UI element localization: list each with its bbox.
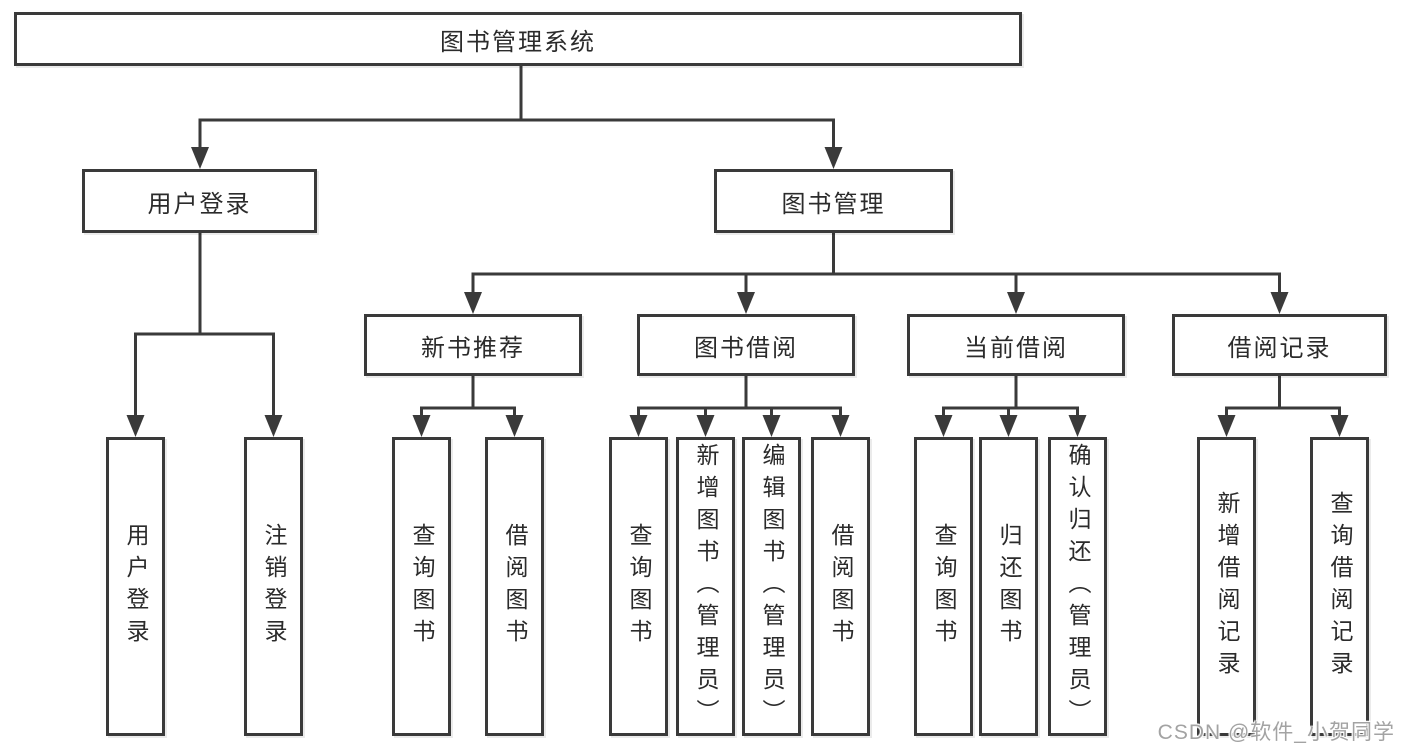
leaf-label: 查询图书 [626,522,652,651]
arrowhead-leaf-logout [264,415,283,437]
leaf-query-books-recommend: 查询图书 [392,437,451,736]
node-borrow-records: 借阅记录 [1172,314,1387,376]
node-label: 图书管理 [781,190,886,218]
leaf-query-borrow-record: 查询借阅记录 [1310,437,1369,736]
arrowhead [1330,415,1349,437]
connector-current-borrow-children [942,376,1079,416]
arrowhead-book-borrow [737,292,755,314]
arrowhead-current-borrow [1007,292,1025,314]
leaf-query-books-current: 查询图书 [914,437,973,736]
leaf-label: 新增借阅记录 [1214,490,1240,683]
leaf-logout: 注销登录 [244,437,303,736]
arrowhead [505,415,524,437]
leaf-query-books-borrow: 查询图书 [609,437,668,736]
arrowhead-user-login [191,147,209,169]
arrowhead [629,415,648,437]
leaf-borrow-books-recommend: 借阅图书 [485,437,544,736]
leaf-return-book: 归还图书 [979,437,1038,736]
connector-level1-branch [198,118,835,148]
arrowhead [762,415,781,437]
leaf-label: 借阅图书 [502,522,528,651]
arrowhead [696,415,715,437]
arrowhead [999,415,1018,437]
node-book-borrow: 图书借阅 [637,314,855,376]
leaf-add-book-admin: 新增图书（管理员） [676,437,735,736]
leaf-label: 归还图书 [996,522,1022,651]
arrowhead-borrow-records [1270,292,1289,314]
arrowhead-leaf-user-login [126,415,145,437]
connector-borrow-records-children [1225,376,1341,416]
leaf-confirm-return-admin: 确认归还（管理员） [1048,437,1107,736]
arrowhead-new-book-recommend [464,292,482,314]
node-label: 图书借阅 [694,334,798,362]
leaf-user-login: 用户登录 [106,437,165,736]
leaf-label: 新增图书（管理员） [693,442,719,731]
leaf-label: 查询图书 [409,522,435,651]
arrowhead-book-management [824,147,843,169]
arrowhead [1068,415,1087,437]
arrowhead [831,415,850,437]
node-label: 借阅记录 [1227,334,1332,362]
node-book-management: 图书管理 [714,169,953,233]
arrowhead [1217,415,1236,437]
leaf-label: 借阅图书 [828,522,854,651]
leaf-label: 编辑图书（管理员） [759,442,785,731]
leaf-edit-book-admin: 编辑图书（管理员） [742,437,801,736]
node-new-book-recommend: 新书推荐 [364,314,582,376]
arrowhead [934,415,953,437]
connector-user-login-children [134,233,275,416]
node-user-login: 用户登录 [82,169,317,233]
node-label: 当前借阅 [964,334,1068,362]
leaf-label: 确认归还（管理员） [1065,442,1091,731]
leaf-label: 查询借阅记录 [1327,490,1353,683]
leaf-label: 查询图书 [931,522,957,651]
node-library-system: 图书管理系统 [14,12,1022,66]
leaf-add-borrow-record: 新增借阅记录 [1197,437,1256,736]
node-label: 新书推荐 [421,334,525,362]
node-label: 图书管理系统 [440,28,596,56]
arrowhead [412,415,431,437]
node-current-borrow: 当前借阅 [907,314,1125,376]
leaf-borrow-books: 借阅图书 [811,437,870,736]
connector-book-management-children [471,233,1281,293]
csdn-watermark: CSDN @软件_小贺同学 [1157,721,1395,744]
leaf-label: 注销登录 [261,522,287,651]
leaf-label: 用户登录 [123,522,149,651]
connector-new-book-recommend-children [420,376,516,416]
connector-book-borrow-children [637,376,842,416]
node-label: 用户登录 [147,190,252,218]
